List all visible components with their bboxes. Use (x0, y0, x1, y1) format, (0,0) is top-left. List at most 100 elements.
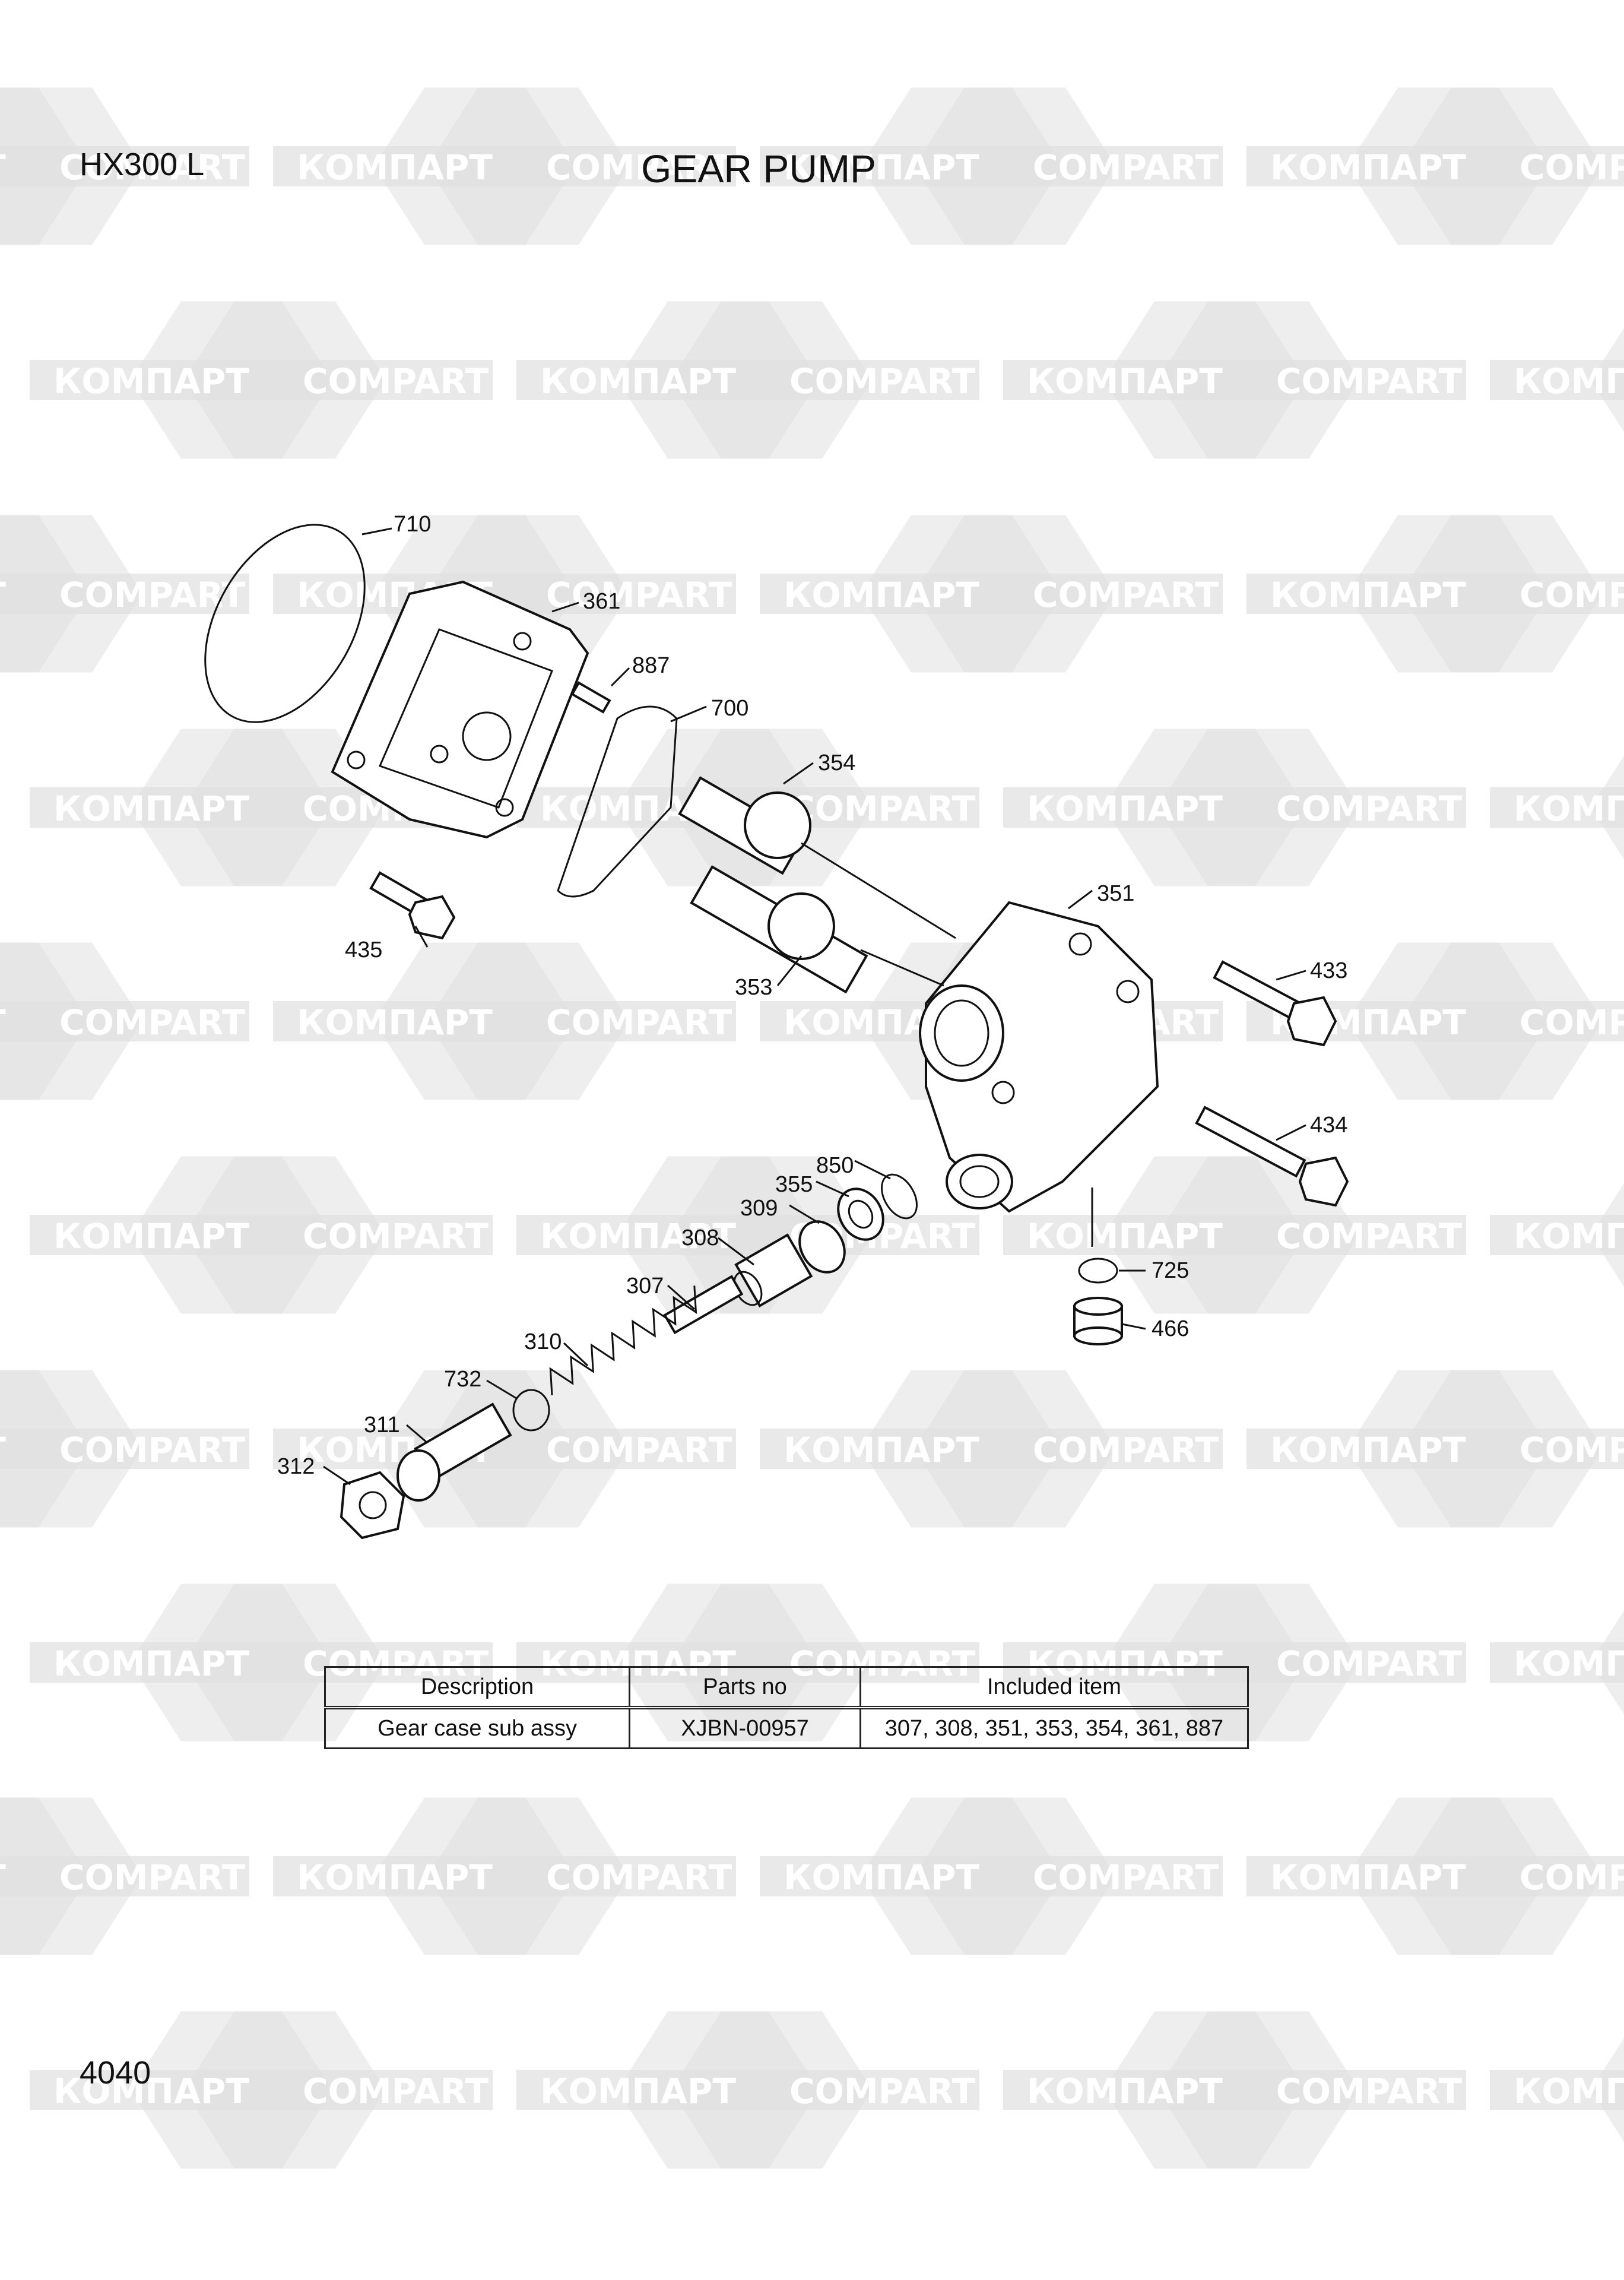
oring-710 (204, 524, 366, 723)
watermark-text: COMPART (789, 361, 976, 401)
callout-label: 310 (524, 1329, 562, 1354)
watermark-band (1003, 2070, 1466, 2110)
watermark-text: КОМПАРТ (297, 1002, 493, 1043)
watermark-text: COMPART (1520, 1430, 1624, 1470)
watermark-text: КОМПАРТ (0, 147, 6, 188)
watermark-text: COMPART (1033, 147, 1219, 188)
watermark-text: COMPART (1276, 1216, 1463, 1256)
watermark-text: КОМПАРТ (784, 1430, 979, 1470)
watermark-band (1490, 360, 1624, 400)
bushing-355 (837, 1188, 884, 1241)
watermark-text: COMPART (1520, 147, 1624, 188)
spring-310 (549, 1285, 697, 1396)
watermark-band (273, 1856, 736, 1896)
snap-ring-850 (881, 1173, 918, 1220)
watermark-text: COMPART (303, 361, 489, 401)
watermark-text: COMPART (1033, 1857, 1219, 1898)
watermark-text: COMPART (1033, 575, 1219, 615)
watermark-band (1246, 1429, 1624, 1469)
callout-label: 353 (735, 975, 772, 1000)
watermark-text: КОМПАРТ (1270, 147, 1466, 188)
pin-887 (570, 681, 611, 714)
column-header-description: Description (323, 1666, 631, 1709)
watermark-text: COMPART (1033, 1430, 1219, 1470)
callout-label: 700 (711, 696, 748, 721)
watermark-band (0, 1856, 249, 1896)
callout-label: 434 (1310, 1113, 1347, 1138)
gear-body-351 (925, 901, 1159, 1213)
gear-case-cover-361 (331, 580, 589, 839)
callout-label: 354 (818, 750, 855, 775)
watermark-text: COMPART (59, 1430, 246, 1470)
watermark-text: КОМПАРТ (1027, 2071, 1223, 2111)
watermark-band (0, 1001, 249, 1041)
watermark-text: КОМПАРТ (1514, 2071, 1624, 2111)
watermark-text: КОМПАРТ (784, 1857, 979, 1898)
watermark-text: COMPART (789, 788, 976, 829)
sub-assembly-table: Description Parts no Included item Gear … (323, 1666, 1249, 1749)
watermark-band (1246, 146, 1624, 186)
watermark-band (0, 146, 249, 186)
callout-label: 466 (1152, 1316, 1189, 1341)
watermark-band (1490, 1642, 1624, 1683)
watermark-text: COMPART (303, 2071, 489, 2111)
callout-label: 435 (345, 938, 382, 962)
watermark-text: КОМПАРТ (784, 575, 979, 615)
table-cell-parts-no: XJBN-00957 (629, 1706, 861, 1749)
watermark-text: КОМПАРТ (1514, 361, 1624, 401)
watermark-text: COMPART (546, 147, 732, 188)
callout-label: 312 (277, 1454, 315, 1479)
watermark-band (30, 360, 493, 400)
watermark-text: КОМПАРТ (540, 2071, 736, 2111)
watermark-text: КОМПАРТ (1027, 788, 1223, 829)
watermark-band (0, 1429, 249, 1469)
watermark-band (273, 1001, 736, 1041)
watermark-band (30, 1215, 493, 1255)
sleeve-308 (734, 1233, 813, 1308)
watermark-text: COMPART (789, 2071, 976, 2111)
callout-label: 725 (1152, 1258, 1189, 1283)
watermark-text: COMPART (1520, 1002, 1624, 1043)
watermark-text: КОМПАРТ (0, 1857, 6, 1898)
watermark-text: КОМПАРТ (0, 1430, 6, 1470)
watermark-text: COMPART (546, 575, 732, 615)
watermark-text: COMPART (1520, 1857, 1624, 1898)
watermark-band (516, 360, 979, 400)
bolt-434 (1195, 1106, 1306, 1178)
watermark-text: КОМПАРТ (53, 1644, 249, 1684)
watermark-text: COMPART (1276, 788, 1463, 829)
table-cell-included-item: 307, 308, 351, 353, 354, 361, 887 (859, 1706, 1249, 1749)
watermark-text: КОМПАРТ (1027, 361, 1223, 401)
watermark-text: КОМПАРТ (53, 361, 249, 401)
table-header-row: Description Parts no Included item (323, 1666, 1249, 1709)
callout-label: 307 (626, 1274, 664, 1299)
spool-307 (663, 1275, 744, 1335)
watermark-text: КОМПАРТ (540, 1216, 736, 1256)
oring-732 (512, 1389, 550, 1432)
watermark-text: КОМПАРТ (1027, 1216, 1223, 1256)
callout-label: 433 (1310, 958, 1347, 983)
watermark-band (1003, 1215, 1466, 1255)
column-header-included-item: Included item (859, 1666, 1249, 1709)
watermark-text: КОМПАРТ (53, 1216, 249, 1256)
ring-309 (798, 1220, 846, 1274)
callout-label: 311 (364, 1413, 400, 1437)
callout-label: 355 (775, 1172, 813, 1197)
watermark-text: КОМПАРТ (1270, 1430, 1466, 1470)
watermark-text: COMPART (546, 1857, 732, 1898)
watermark-text: КОМПАРТ (0, 1002, 6, 1043)
watermark-text: КОМПАРТ (0, 575, 6, 615)
watermark-band (1490, 1215, 1624, 1255)
callout-label: 710 (394, 512, 431, 537)
watermark-text: COMPART (1520, 575, 1624, 615)
watermark-text: COMPART (1276, 2071, 1463, 2111)
column-header-parts-no: Parts no (629, 1666, 861, 1709)
oring-725 (1078, 1258, 1118, 1284)
watermark-text: COMPART (303, 1216, 489, 1256)
callout-label: 361 (583, 589, 620, 614)
watermark-band (1490, 2070, 1624, 2110)
nut-312 (340, 1471, 405, 1540)
callout-label: 351 (1097, 881, 1134, 906)
